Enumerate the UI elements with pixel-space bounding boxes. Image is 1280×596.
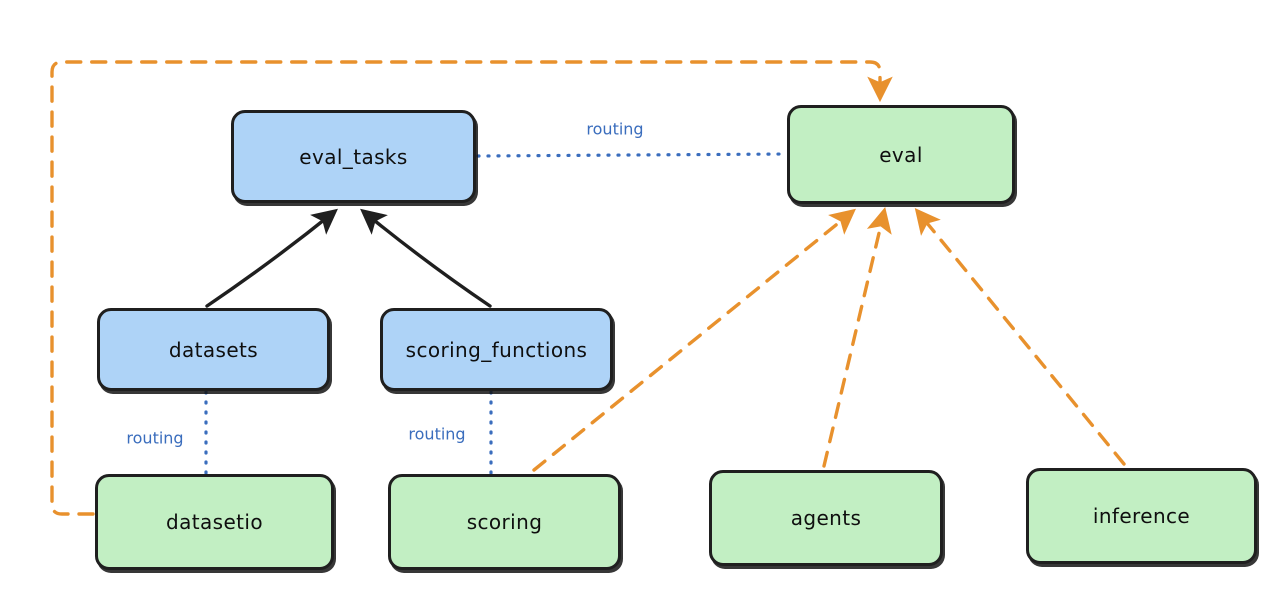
node-eval[interactable]: eval [787, 105, 1015, 204]
edge-agents-to-eval [822, 207, 892, 468]
node-label: inference [1092, 504, 1191, 528]
node-datasets[interactable]: datasets [97, 308, 330, 391]
node-label: eval [879, 142, 923, 167]
node-label: agents [790, 506, 862, 530]
edge-label-routing-datasets-datasetio: routing [126, 428, 184, 448]
edge-scoring-to-eval [532, 208, 856, 472]
node-agents[interactable]: agents [709, 470, 943, 566]
edge-datasetio-to-eval [50, 60, 893, 516]
node-inference[interactable]: inference [1026, 468, 1257, 564]
node-datasetio[interactable]: datasetio [95, 474, 334, 570]
node-label: datasets [168, 337, 259, 362]
edge-eval-tasks-to-eval [476, 152, 787, 158]
node-label: datasetio [165, 510, 263, 534]
node-scoring-functions[interactable]: scoring_functions [380, 308, 613, 391]
edge-label-routing-scoring-functions-scoring: routing [408, 424, 466, 444]
node-label: scoring [466, 510, 543, 534]
edge-datasets-to-eval-tasks [205, 208, 338, 308]
node-scoring[interactable]: scoring [388, 474, 621, 570]
node-label: scoring_functions [405, 337, 588, 362]
node-label: eval_tasks [299, 144, 408, 169]
edge-label-routing-eval-tasks-eval: routing [586, 119, 644, 139]
node-eval-tasks[interactable]: eval_tasks [231, 110, 476, 203]
edge-scoring-functions-to-eval-tasks [360, 208, 492, 308]
edge-inference-to-eval [914, 208, 1126, 466]
